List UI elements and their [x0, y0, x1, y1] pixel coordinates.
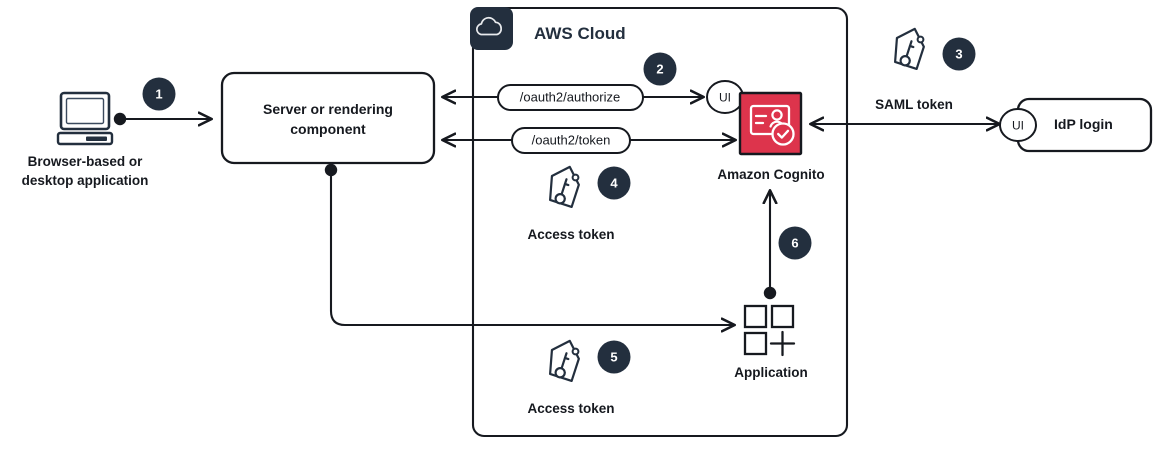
- connector-step-1: [113, 113, 212, 125]
- step-badge-2: [643, 52, 677, 86]
- aws-cloud-group-border: [470, 6, 849, 438]
- step-badge-6: [778, 226, 812, 260]
- ui-badge-cognito: [706, 80, 744, 114]
- cloud-icon: [475, 16, 502, 36]
- desktop-computer-icon: [56, 91, 114, 146]
- step-badge-1: [142, 77, 176, 111]
- connector-step-6: [764, 190, 776, 300]
- key-tag-icon-saml: [894, 27, 925, 71]
- amazon-cognito-icon: [738, 91, 803, 156]
- step-badge-3: [942, 37, 976, 71]
- key-tag-icon-access-4: [549, 165, 580, 209]
- connector-token: [442, 127, 736, 154]
- connector-authorize: [442, 84, 704, 111]
- connector-step-5: [324, 163, 735, 325]
- application-squares-icon: [743, 304, 796, 357]
- key-tag-icon-access-5: [549, 339, 580, 383]
- server-box: [220, 71, 436, 165]
- idp-login-box: [999, 97, 1153, 153]
- step-badge-5: [597, 340, 631, 374]
- step-badge-4: [597, 166, 631, 200]
